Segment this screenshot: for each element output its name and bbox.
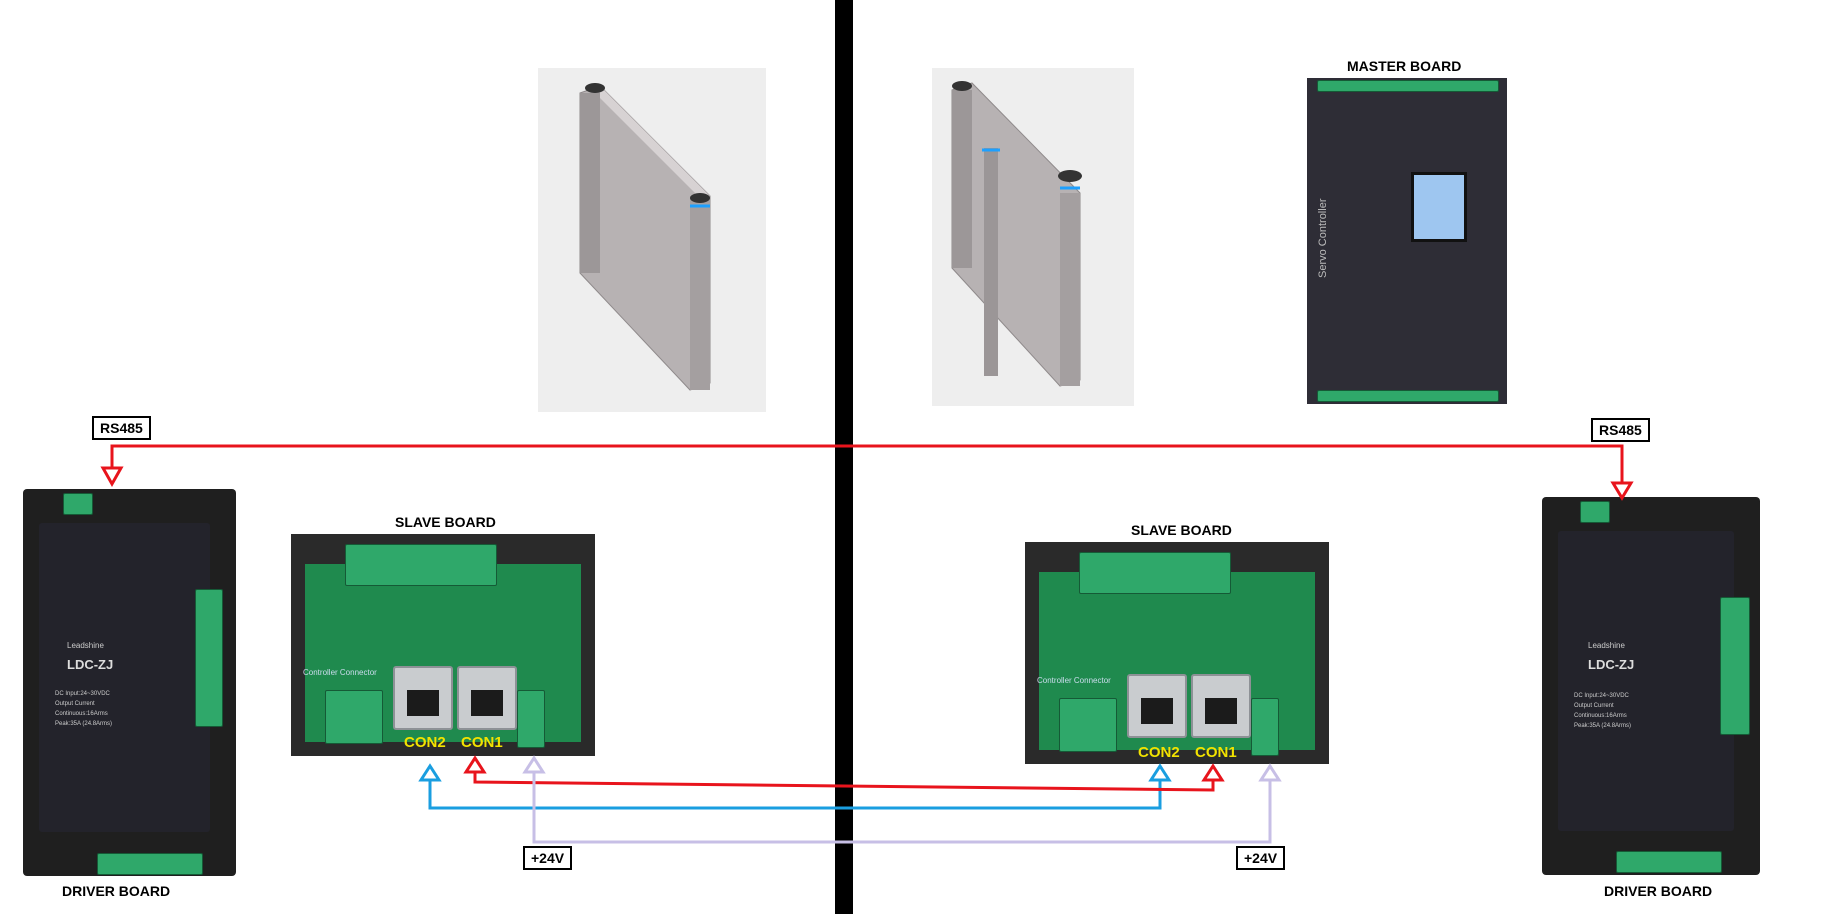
gate-wing-right-illustration bbox=[951, 81, 1082, 387]
con2-label-left: CON2 bbox=[404, 734, 446, 751]
driver-io-terminal-left bbox=[195, 589, 223, 727]
power-wire bbox=[522, 755, 1282, 844]
slave-terminal-bottom-left bbox=[325, 690, 383, 744]
master-lcd bbox=[1411, 172, 1467, 242]
driver-input-left: DC Input:24~30VDC bbox=[55, 691, 110, 697]
con1-port-left bbox=[457, 666, 517, 730]
driver-brand-left: Leadshine bbox=[67, 641, 104, 650]
v24-label-right: +24V bbox=[1236, 846, 1286, 870]
driver-face-left bbox=[39, 523, 210, 832]
slave-power-terminal-left bbox=[517, 690, 545, 748]
con1-label-right: CON1 bbox=[1195, 744, 1237, 761]
con2-wire bbox=[418, 763, 1172, 810]
slave-terminal-top-right bbox=[1079, 552, 1231, 594]
driver-io-terminal-right bbox=[1720, 597, 1750, 735]
slave-board-right-title: SLAVE BOARD bbox=[1131, 522, 1232, 538]
driver-board-left: LDC-ZJ Leadshine DC Input:24~30VDC Outpu… bbox=[23, 489, 236, 876]
driver-board-left-title: DRIVER BOARD bbox=[62, 883, 171, 899]
driver-model-right: LDC-ZJ bbox=[1588, 657, 1635, 672]
con1-wire bbox=[463, 755, 1225, 792]
slave-power-terminal-right bbox=[1251, 698, 1279, 756]
driver-cont-left: Continuous:16Arms bbox=[55, 711, 108, 717]
master-board-title: MASTER BOARD bbox=[1347, 58, 1462, 74]
rs485-wire bbox=[100, 444, 1634, 501]
center-divider bbox=[835, 0, 853, 914]
driver-cont-right: Continuous:16Arms bbox=[1574, 713, 1627, 719]
slave-board-left-title: SLAVE BOARD bbox=[395, 514, 496, 530]
driver-face-right bbox=[1558, 531, 1734, 831]
slave-terminal-top-left bbox=[345, 544, 497, 586]
driver-output-left: Output Current bbox=[55, 701, 95, 707]
driver-output-right: Output Current bbox=[1574, 703, 1614, 709]
driver-rs485-terminal-left bbox=[63, 493, 93, 515]
con2-port-right bbox=[1127, 674, 1187, 738]
slave-connector-text-left: Controller Connector bbox=[303, 668, 377, 677]
driver-input-right: DC Input:24~30VDC bbox=[1574, 693, 1629, 699]
slave-connector-text-right: Controller Connector bbox=[1037, 676, 1111, 685]
master-terminal-top bbox=[1317, 80, 1499, 92]
slave-board-right: Controller Connector CON2 CON1 bbox=[1025, 542, 1329, 764]
driver-power-terminal-right bbox=[1616, 851, 1722, 873]
driver-power-terminal-left bbox=[97, 853, 203, 875]
gate-photo-left bbox=[538, 68, 766, 412]
master-terminal-bottom bbox=[1317, 390, 1499, 402]
gate-photo-right bbox=[932, 68, 1134, 406]
con1-port-right bbox=[1191, 674, 1251, 738]
slave-terminal-bottom-right bbox=[1059, 698, 1117, 752]
driver-board-right-title: DRIVER BOARD bbox=[1604, 883, 1713, 899]
con2-label-right: CON2 bbox=[1138, 744, 1180, 761]
driver-model-left: LDC-ZJ bbox=[67, 657, 114, 672]
driver-brand-right: Leadshine bbox=[1588, 641, 1625, 650]
master-board: Servo Controller bbox=[1307, 78, 1507, 404]
slave-board-left: Controller Connector CON2 CON1 bbox=[291, 534, 595, 756]
gate-wing-left-illustration bbox=[579, 83, 711, 391]
rs485-label-right: RS485 bbox=[1591, 418, 1650, 442]
rs485-label-left: RS485 bbox=[92, 416, 151, 440]
driver-peak-left: Peak:35A (24.8Arms) bbox=[55, 721, 113, 727]
con2-port-left bbox=[393, 666, 453, 730]
driver-peak-right: Peak:35A (24.8Arms) bbox=[1574, 723, 1632, 729]
driver-board-right: LDC-ZJ Leadshine DC Input:24~30VDC Outpu… bbox=[1542, 497, 1760, 875]
v24-label-left: +24V bbox=[523, 846, 573, 870]
driver-rs485-terminal-right bbox=[1580, 501, 1610, 523]
con1-label-left: CON1 bbox=[461, 734, 503, 751]
